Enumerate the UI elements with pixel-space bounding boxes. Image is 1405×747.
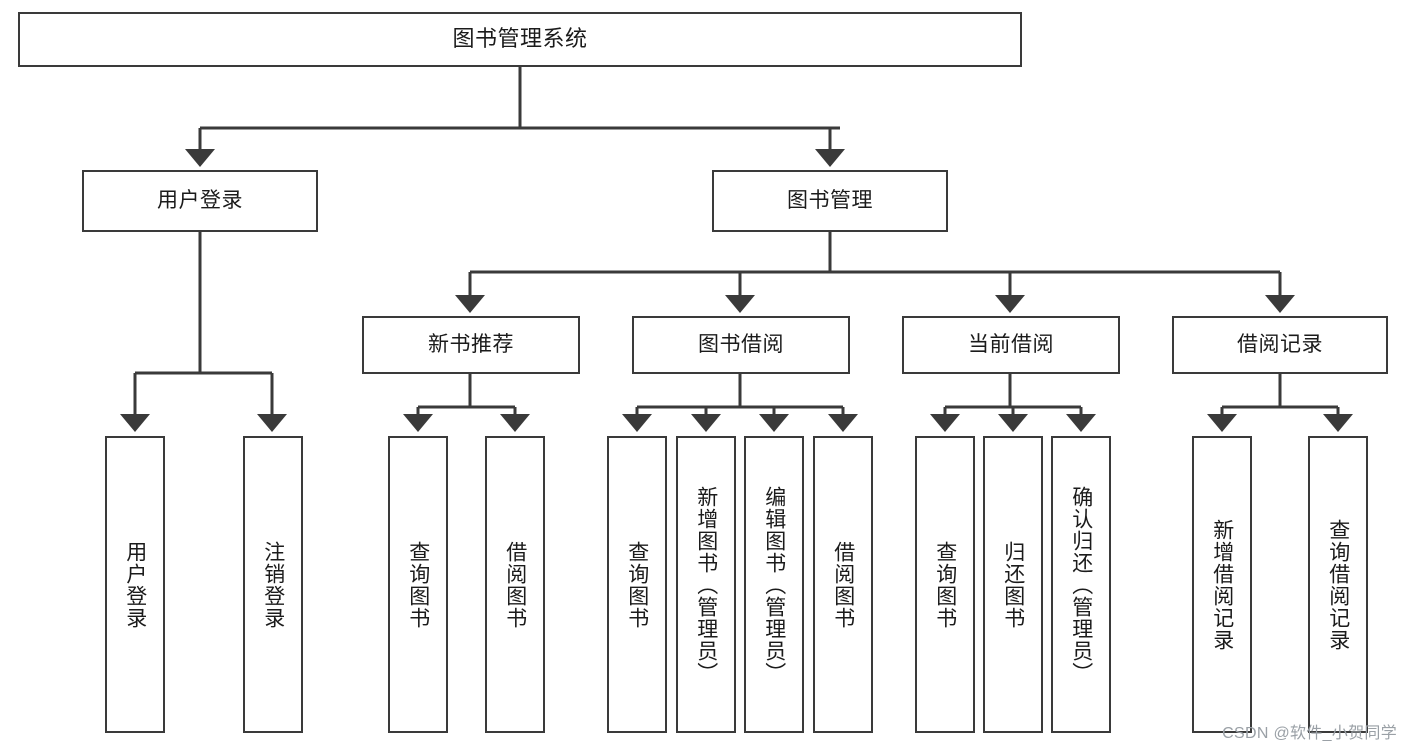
node-label: 图书管理 bbox=[787, 189, 873, 213]
leaf-query-book-recommend[interactable]: 查询图书 bbox=[388, 436, 448, 733]
node-label: 新书推荐 bbox=[428, 333, 514, 357]
leaf-query-book-current[interactable]: 查询图书 bbox=[915, 436, 975, 733]
watermark: CSDN @软件_小贺同学 bbox=[1222, 725, 1397, 742]
node-label: 归还图书 bbox=[1001, 540, 1025, 629]
node-label: 借阅图书 bbox=[831, 540, 855, 629]
node-label: 查询图书 bbox=[406, 540, 430, 629]
node-root[interactable]: 图书管理系统 bbox=[18, 12, 1022, 67]
leaf-query-book[interactable]: 查询图书 bbox=[607, 436, 667, 733]
node-borrow-record[interactable]: 借阅记录 bbox=[1172, 316, 1388, 374]
leaf-add-borrow-record[interactable]: 新增借阅记录 bbox=[1192, 436, 1252, 733]
node-label: 用户登录 bbox=[123, 540, 147, 629]
node-label: 查询图书 bbox=[625, 540, 649, 629]
leaf-query-borrow-record[interactable]: 查询借阅记录 bbox=[1308, 436, 1368, 733]
node-label: 编辑图书（管理员） bbox=[762, 485, 786, 684]
node-label: 新增图书（管理员） bbox=[694, 485, 718, 684]
node-label: 图书管理系统 bbox=[452, 26, 588, 52]
leaf-return-book[interactable]: 归还图书 bbox=[983, 436, 1043, 733]
node-current-borrow[interactable]: 当前借阅 bbox=[902, 316, 1120, 374]
node-user-login[interactable]: 用户登录 bbox=[82, 170, 318, 232]
leaf-borrow-book[interactable]: 借阅图书 bbox=[813, 436, 873, 733]
node-label: 借阅图书 bbox=[503, 540, 527, 629]
node-new-book-recommend[interactable]: 新书推荐 bbox=[362, 316, 580, 374]
leaf-logout[interactable]: 注销登录 bbox=[243, 436, 303, 733]
leaf-borrow-book-recommend[interactable]: 借阅图书 bbox=[485, 436, 545, 733]
node-label: 确认归还（管理员） bbox=[1069, 485, 1093, 684]
node-book-borrow[interactable]: 图书借阅 bbox=[632, 316, 850, 374]
node-label: 借阅记录 bbox=[1237, 333, 1323, 357]
node-book-management[interactable]: 图书管理 bbox=[712, 170, 948, 232]
node-label: 新增借阅记录 bbox=[1210, 518, 1234, 651]
node-label: 图书借阅 bbox=[698, 333, 784, 357]
node-label: 注销登录 bbox=[261, 540, 285, 629]
leaf-edit-book-admin[interactable]: 编辑图书（管理员） bbox=[744, 436, 804, 733]
leaf-confirm-return-admin[interactable]: 确认归还（管理员） bbox=[1051, 436, 1111, 733]
leaf-user-login[interactable]: 用户登录 bbox=[105, 436, 165, 733]
node-label: 查询图书 bbox=[933, 540, 957, 629]
node-label: 当前借阅 bbox=[968, 333, 1054, 357]
leaf-add-book-admin[interactable]: 新增图书（管理员） bbox=[676, 436, 736, 733]
node-label: 用户登录 bbox=[157, 189, 243, 213]
node-label: 查询借阅记录 bbox=[1326, 518, 1350, 651]
